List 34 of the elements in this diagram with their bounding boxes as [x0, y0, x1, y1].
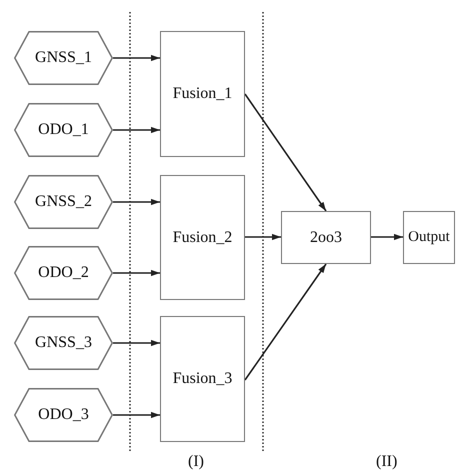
node-label: Fusion_3 — [172, 370, 232, 388]
input-hexagon — [14, 175, 113, 229]
arrow — [113, 270, 160, 276]
node-label: GNSS_3 — [35, 334, 92, 352]
node-label: ODO_1 — [38, 121, 89, 139]
node-label: ODO_3 — [38, 406, 89, 424]
arrow — [113, 126, 160, 134]
section-label: (I) — [188, 453, 204, 471]
node-label: 2oo3 — [310, 228, 342, 246]
node-label: Fusion_2 — [172, 228, 232, 246]
node-label: Output — [408, 229, 450, 246]
arrow — [113, 54, 160, 62]
input-hexagon — [14, 316, 113, 370]
process-box — [281, 211, 371, 264]
arrow — [244, 264, 327, 380]
node-label: Fusion_1 — [172, 85, 232, 103]
arrow — [113, 340, 160, 346]
node-label: GNSS_1 — [35, 49, 92, 67]
process-box — [160, 175, 245, 300]
process-box — [160, 316, 245, 442]
input-hexagon — [14, 31, 113, 85]
section-label: (II) — [376, 453, 398, 471]
node-label: GNSS_2 — [35, 193, 92, 211]
arrow — [113, 198, 160, 206]
node-label: ODO_2 — [38, 264, 89, 282]
arrow — [113, 412, 160, 418]
arrow — [371, 234, 403, 240]
input-hexagon — [14, 103, 113, 157]
process-box — [160, 31, 245, 157]
input-hexagon — [14, 246, 113, 300]
arrow — [244, 94, 327, 212]
arrow — [245, 234, 281, 240]
input-hexagon — [14, 388, 113, 442]
process-box — [403, 211, 455, 264]
